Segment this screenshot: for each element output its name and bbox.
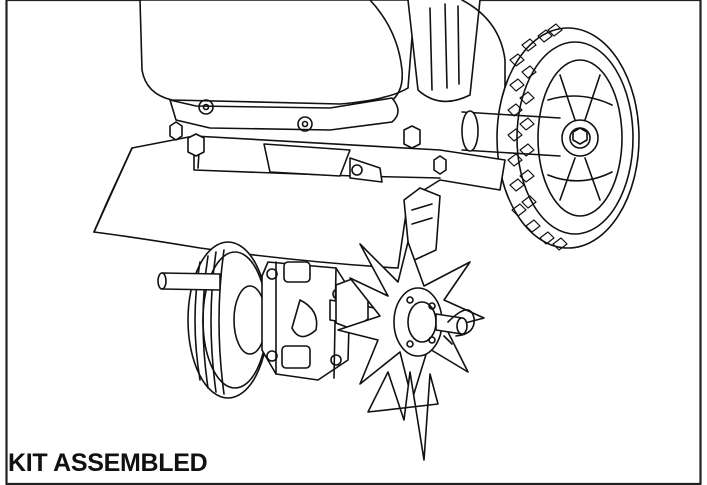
tine-assembly [329,241,485,461]
frame-border [5,0,702,485]
tine-shield [93,121,506,269]
figure-caption: KIT ASSEMBLED [8,449,208,477]
right-wheel [461,23,640,251]
left-wheel [157,241,269,399]
engine-housing [139,0,506,132]
